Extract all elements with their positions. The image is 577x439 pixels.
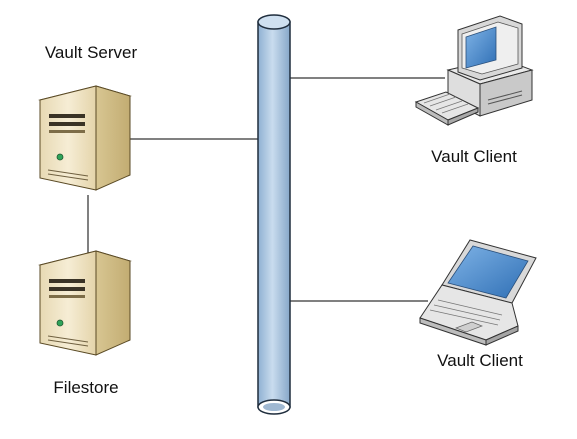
filestore-server-icon: [38, 250, 132, 356]
desktop-client-label: Vault Client: [431, 147, 517, 166]
network-bus-pipe: [257, 14, 291, 415]
vault-server-label: Vault Server: [44, 43, 138, 62]
filestore-label: Filestore: [53, 378, 119, 397]
laptop-client-label: Vault Client: [437, 351, 523, 370]
laptop-computer-icon: [419, 239, 537, 346]
desktop-computer-icon: [414, 15, 534, 126]
vault-server-icon: [38, 85, 132, 191]
